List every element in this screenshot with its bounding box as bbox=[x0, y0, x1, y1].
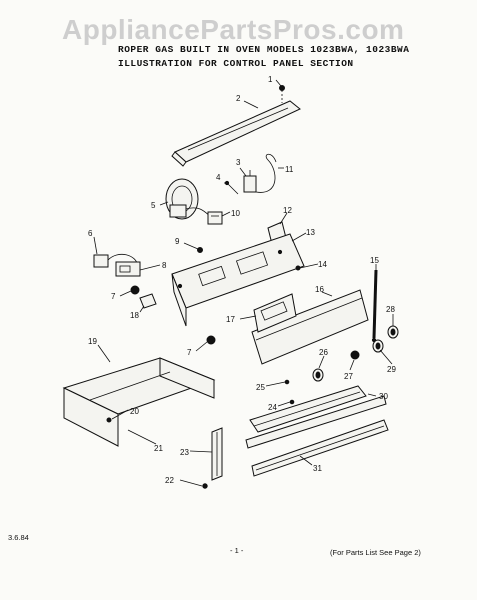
diagram-title: ROPER GAS BUILT IN OVEN MODELS 1023BWA, … bbox=[118, 44, 410, 55]
diagram-subtitle: ILLUSTRATION FOR CONTROL PANEL SECTION bbox=[118, 58, 354, 69]
part-28-knob bbox=[387, 325, 399, 339]
callout-30: 30 bbox=[379, 392, 388, 401]
part-20-screw bbox=[106, 417, 112, 423]
part-25-screw bbox=[284, 379, 290, 385]
part-9-screw bbox=[197, 247, 203, 253]
part-8-thermostat bbox=[93, 253, 141, 277]
callout-23: 23 bbox=[180, 448, 189, 457]
part-29-knob bbox=[372, 339, 384, 353]
part-1-screw bbox=[279, 85, 285, 103]
callout-14: 14 bbox=[318, 260, 327, 269]
callout-1: 1 bbox=[268, 75, 273, 84]
part-11-wire bbox=[255, 153, 277, 193]
part-27-knob bbox=[350, 350, 360, 360]
part-24-screw bbox=[289, 399, 295, 405]
callout-26: 26 bbox=[319, 348, 328, 357]
callout-7b: 7 bbox=[187, 348, 192, 357]
callout-18: 18 bbox=[130, 311, 139, 320]
part-2-trim-strip bbox=[171, 100, 301, 167]
part-10-clip bbox=[207, 211, 223, 225]
part-26-knob bbox=[312, 368, 324, 382]
part-31-trim bbox=[245, 395, 389, 477]
part-18-bracket bbox=[139, 293, 157, 309]
part-5-timer bbox=[165, 178, 213, 220]
callout-9: 9 bbox=[175, 237, 180, 246]
callout-13: 13 bbox=[306, 228, 315, 237]
callout-6: 6 bbox=[88, 229, 93, 238]
callout-10: 10 bbox=[231, 209, 240, 218]
watermark: AppliancePartsPros.com bbox=[62, 14, 405, 45]
footer-parts-note: (For Parts List See Page 2) bbox=[330, 548, 421, 557]
part-21-lower-tray bbox=[62, 357, 216, 447]
callout-25: 25 bbox=[256, 383, 265, 392]
callout-19: 19 bbox=[88, 337, 97, 346]
callout-8: 8 bbox=[162, 261, 167, 270]
callout-27: 27 bbox=[344, 372, 353, 381]
leader-lines bbox=[93, 79, 394, 487]
part-3-switch bbox=[243, 170, 257, 193]
callout-17: 17 bbox=[226, 315, 235, 324]
callout-21: 21 bbox=[154, 444, 163, 453]
part-15-rod bbox=[371, 269, 378, 343]
callout-12: 12 bbox=[283, 206, 292, 215]
part-7-knob-left bbox=[130, 285, 140, 295]
callout-11: 11 bbox=[285, 165, 294, 174]
callout-labels: 1 2 3 4 5 6 7 7 8 9 10 11 12 13 14 15 16… bbox=[88, 75, 396, 485]
part-30-trim bbox=[249, 385, 367, 433]
callout-29: 29 bbox=[387, 365, 396, 374]
callout-3: 3 bbox=[236, 158, 241, 167]
part-16-front-panel bbox=[251, 289, 369, 365]
callout-7a: 7 bbox=[111, 292, 116, 301]
footer-page-number: - 1 - bbox=[230, 546, 244, 555]
part-7-knob-center bbox=[206, 335, 216, 345]
part-23-side-bracket bbox=[211, 427, 223, 481]
callout-22: 22 bbox=[165, 476, 174, 485]
part-17-clock bbox=[253, 293, 297, 333]
part-14-screw bbox=[295, 265, 301, 271]
part-4-screw bbox=[224, 180, 239, 195]
control-panel-back bbox=[171, 233, 305, 327]
callout-24: 24 bbox=[268, 403, 277, 412]
callout-28: 28 bbox=[386, 305, 395, 314]
callout-4: 4 bbox=[216, 173, 221, 182]
callout-2: 2 bbox=[236, 94, 241, 103]
callout-5: 5 bbox=[151, 201, 156, 210]
footer-date: 3.6.84 bbox=[8, 533, 29, 542]
callout-16: 16 bbox=[315, 285, 324, 294]
callout-20: 20 bbox=[130, 407, 139, 416]
callout-15: 15 bbox=[370, 256, 379, 265]
callout-31: 31 bbox=[313, 464, 322, 473]
part-22-screw bbox=[202, 483, 208, 489]
